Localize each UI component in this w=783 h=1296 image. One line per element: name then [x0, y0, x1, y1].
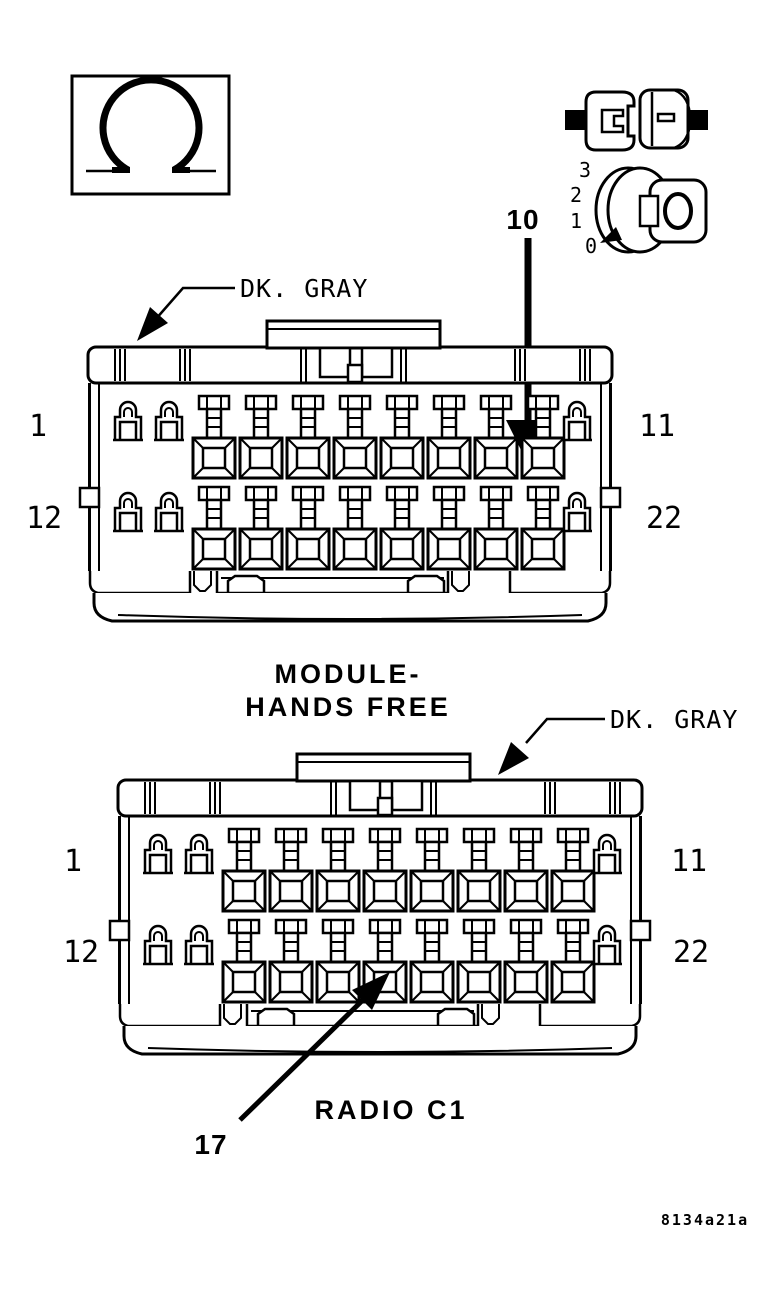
pin-17-callout: 17 [194, 972, 390, 1160]
inline-connector-icon [565, 88, 708, 152]
ohm-symbol-box [70, 74, 231, 196]
figure-code: 8134a21a [661, 1211, 749, 1229]
rotary-switch-icon: 3 2 1 0 [570, 158, 708, 258]
color-callout-radio: DK. GRAY [498, 705, 738, 775]
dial-position-3: 3 [579, 158, 591, 182]
pin-number-12: 12 [63, 935, 99, 970]
connector-title-line1: MODULE- [275, 659, 422, 689]
pin-number-12: 12 [26, 501, 62, 536]
pin-number-11: 11 [671, 844, 707, 879]
pin-17-label: 17 [194, 1129, 227, 1160]
dial-position-0: 0 [585, 234, 597, 258]
dial-pointer-arrow [600, 227, 622, 243]
color-label: DK. GRAY [610, 705, 738, 734]
connector-title: RADIO C1 [314, 1095, 467, 1125]
arrowhead [352, 972, 390, 1010]
pin-number-22: 22 [673, 935, 709, 970]
pin-10-label: 10 [506, 204, 539, 235]
arrowhead [498, 742, 529, 775]
connector-hands-free [80, 321, 620, 621]
connector-hands-free-pin-numbers: 1 11 12 22 [26, 409, 682, 536]
arrowhead [137, 307, 168, 341]
connector-title-line2: HANDS FREE [245, 692, 451, 722]
pin-number-1: 1 [64, 844, 82, 879]
dial-position-2: 2 [570, 183, 582, 207]
ohm-icon [86, 76, 216, 174]
dial-position-1: 1 [570, 209, 582, 233]
color-label: DK. GRAY [240, 274, 368, 303]
pin-number-22: 22 [646, 501, 682, 536]
color-callout-hands-free: DK. GRAY [137, 274, 368, 341]
connector-radio-pin-numbers: 1 11 12 22 [63, 844, 709, 970]
pin-number-11: 11 [639, 409, 675, 444]
connector-radio-c1 [110, 754, 650, 1054]
pin-number-1: 1 [29, 409, 47, 444]
